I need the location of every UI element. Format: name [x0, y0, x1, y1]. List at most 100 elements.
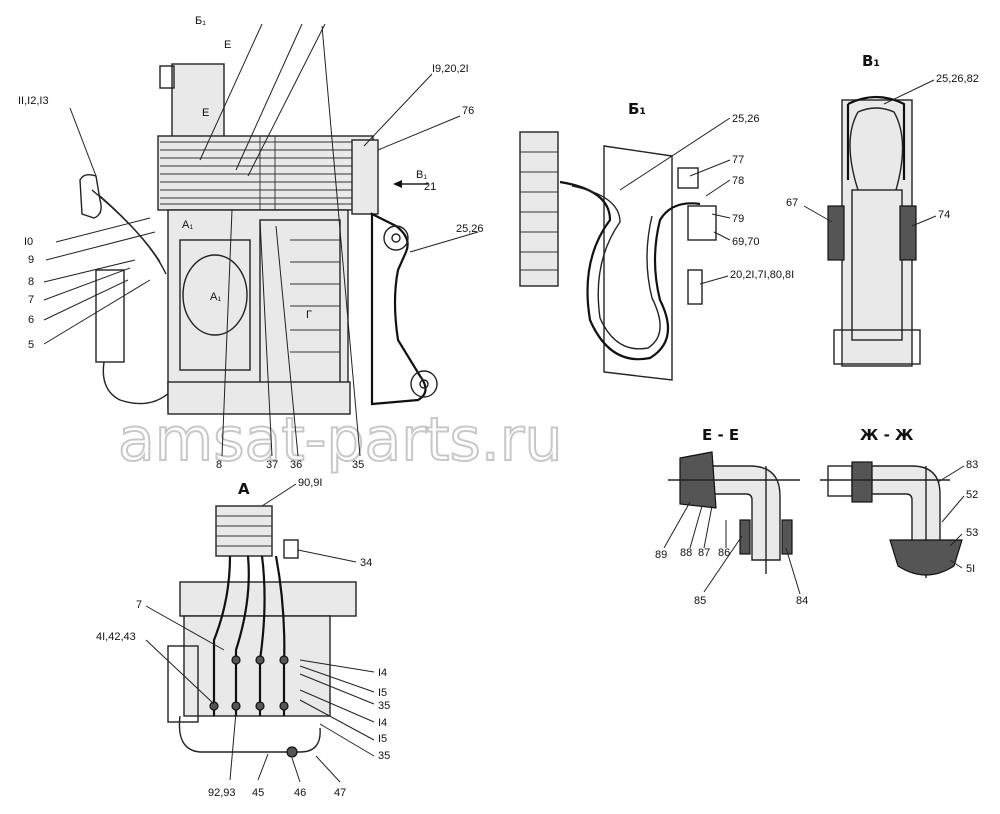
section-zh-zh: Ж - Ж 83 52 53 5I	[820, 426, 978, 578]
view-a: А	[96, 477, 390, 799]
label-47: 47	[334, 787, 346, 799]
view-b1-title: Б₁	[628, 100, 646, 118]
label-78: 78	[732, 175, 744, 187]
lower-lead	[102, 361, 171, 405]
label-87: 87	[698, 547, 710, 559]
label-7: 7	[28, 294, 34, 306]
view-v1-title: В₁	[862, 52, 880, 70]
v1-base	[833, 329, 921, 365]
zh-leaders	[937, 465, 965, 569]
a-body	[183, 615, 331, 717]
coil-body	[157, 135, 374, 211]
zh-stub	[827, 465, 853, 497]
label-79: 79	[732, 213, 744, 225]
label-25-26-main: 25,26	[456, 223, 484, 235]
bracket-lug	[159, 65, 175, 89]
label-51: 5I	[966, 563, 975, 575]
b1-bolt	[687, 269, 703, 305]
v1-cable-loop	[846, 95, 906, 180]
label-b1-25-26: 25,26	[732, 113, 760, 125]
label-53: 53	[966, 527, 978, 539]
ee-washer-left	[739, 519, 751, 555]
arrow-v1-head	[393, 180, 402, 188]
label-8-left: 8	[28, 276, 34, 288]
label-19-20-21: I9,20,2I	[432, 63, 469, 75]
label-85: 85	[694, 595, 706, 607]
lever-arm	[370, 212, 427, 406]
label-14-a: I4	[378, 667, 387, 679]
marker-a1-upper: А₁	[182, 219, 193, 231]
label-8-bottom: 8	[216, 459, 222, 471]
base-plate	[167, 381, 351, 415]
ee-washer-right	[781, 519, 793, 555]
label-35-b: 35	[378, 750, 390, 762]
label-86: 86	[718, 547, 730, 559]
label-14-b: I4	[378, 717, 387, 729]
b1-plate	[603, 145, 673, 381]
label-36: 36	[290, 459, 302, 471]
a-bottom-lead	[178, 715, 321, 753]
v1-leaders	[803, 79, 937, 227]
a-stud	[283, 539, 299, 559]
label-34: 34	[360, 557, 372, 569]
main-view: Б₁ Е Е А₁ А₁ В₁ Г I9,20,2I 76 II,I2,I3 I…	[18, 15, 484, 471]
label-90-91: 90,9I	[298, 477, 322, 489]
b1-coil-end	[519, 131, 559, 287]
a-side-block	[167, 645, 199, 723]
marker-v1: В₁	[416, 169, 427, 181]
label-77: 77	[732, 154, 744, 166]
label-69-70: 69,70	[732, 236, 760, 248]
label-92-93: 92,93	[208, 787, 236, 799]
label-11-12-13: II,I2,I3	[18, 95, 49, 107]
label-20-21-71-80-81: 20,2I,7I,80,8I	[730, 269, 794, 281]
label-74: 74	[938, 209, 950, 221]
a-terminals	[209, 655, 289, 711]
a-connector	[286, 746, 298, 758]
armature	[182, 254, 248, 336]
v1-cable-strands	[849, 107, 904, 191]
label-21: 21	[424, 181, 436, 193]
contact-fingers	[290, 239, 340, 353]
label-15-a: I5	[378, 687, 387, 699]
label-88: 88	[680, 547, 692, 559]
label-35-main: 35	[352, 459, 364, 471]
ee-leaders	[663, 501, 801, 595]
label-46: 46	[294, 787, 306, 799]
label-37: 37	[266, 459, 278, 471]
pivot-lower-pin	[419, 379, 429, 389]
v1-left-block	[827, 205, 845, 261]
a-flex-leads	[212, 555, 286, 716]
flex-lead	[91, 189, 167, 275]
pivot-lower	[410, 370, 438, 398]
label-76: 76	[462, 105, 474, 117]
label-83: 83	[966, 459, 978, 471]
pivot-upper-pin	[391, 233, 401, 243]
b1-flex-cable	[559, 180, 701, 361]
label-15-b: I5	[378, 733, 387, 745]
b1-flex-cable-inner	[571, 185, 661, 350]
marker-g: Г	[306, 309, 312, 321]
main-leaders	[43, 23, 479, 457]
label-41-42-43: 4I,42,43	[96, 631, 136, 643]
core-block	[179, 239, 251, 371]
marker-e-top: Е	[224, 39, 231, 51]
label-10: I0	[24, 236, 33, 248]
label-5: 5	[28, 339, 34, 351]
section-zh-zh-title: Ж - Ж	[860, 426, 914, 444]
label-84: 84	[796, 595, 808, 607]
marker-e-mid: Е	[202, 107, 209, 119]
b1-coil-lines	[520, 151, 558, 271]
marker-a1-lower: А₁	[210, 291, 221, 303]
label-a-7: 7	[136, 599, 142, 611]
label-6: 6	[28, 314, 34, 326]
section-e-e: Е - Е 89 88 87 86 85 84	[655, 426, 808, 607]
label-89: 89	[655, 549, 667, 561]
pivot-upper	[383, 225, 409, 251]
zh-nut	[851, 461, 873, 503]
a-coil-lines	[216, 515, 272, 547]
bus-plate	[351, 139, 379, 215]
a-bar	[179, 581, 357, 617]
side-box	[95, 269, 125, 363]
section-e-e-title: Е - Е	[702, 426, 739, 444]
